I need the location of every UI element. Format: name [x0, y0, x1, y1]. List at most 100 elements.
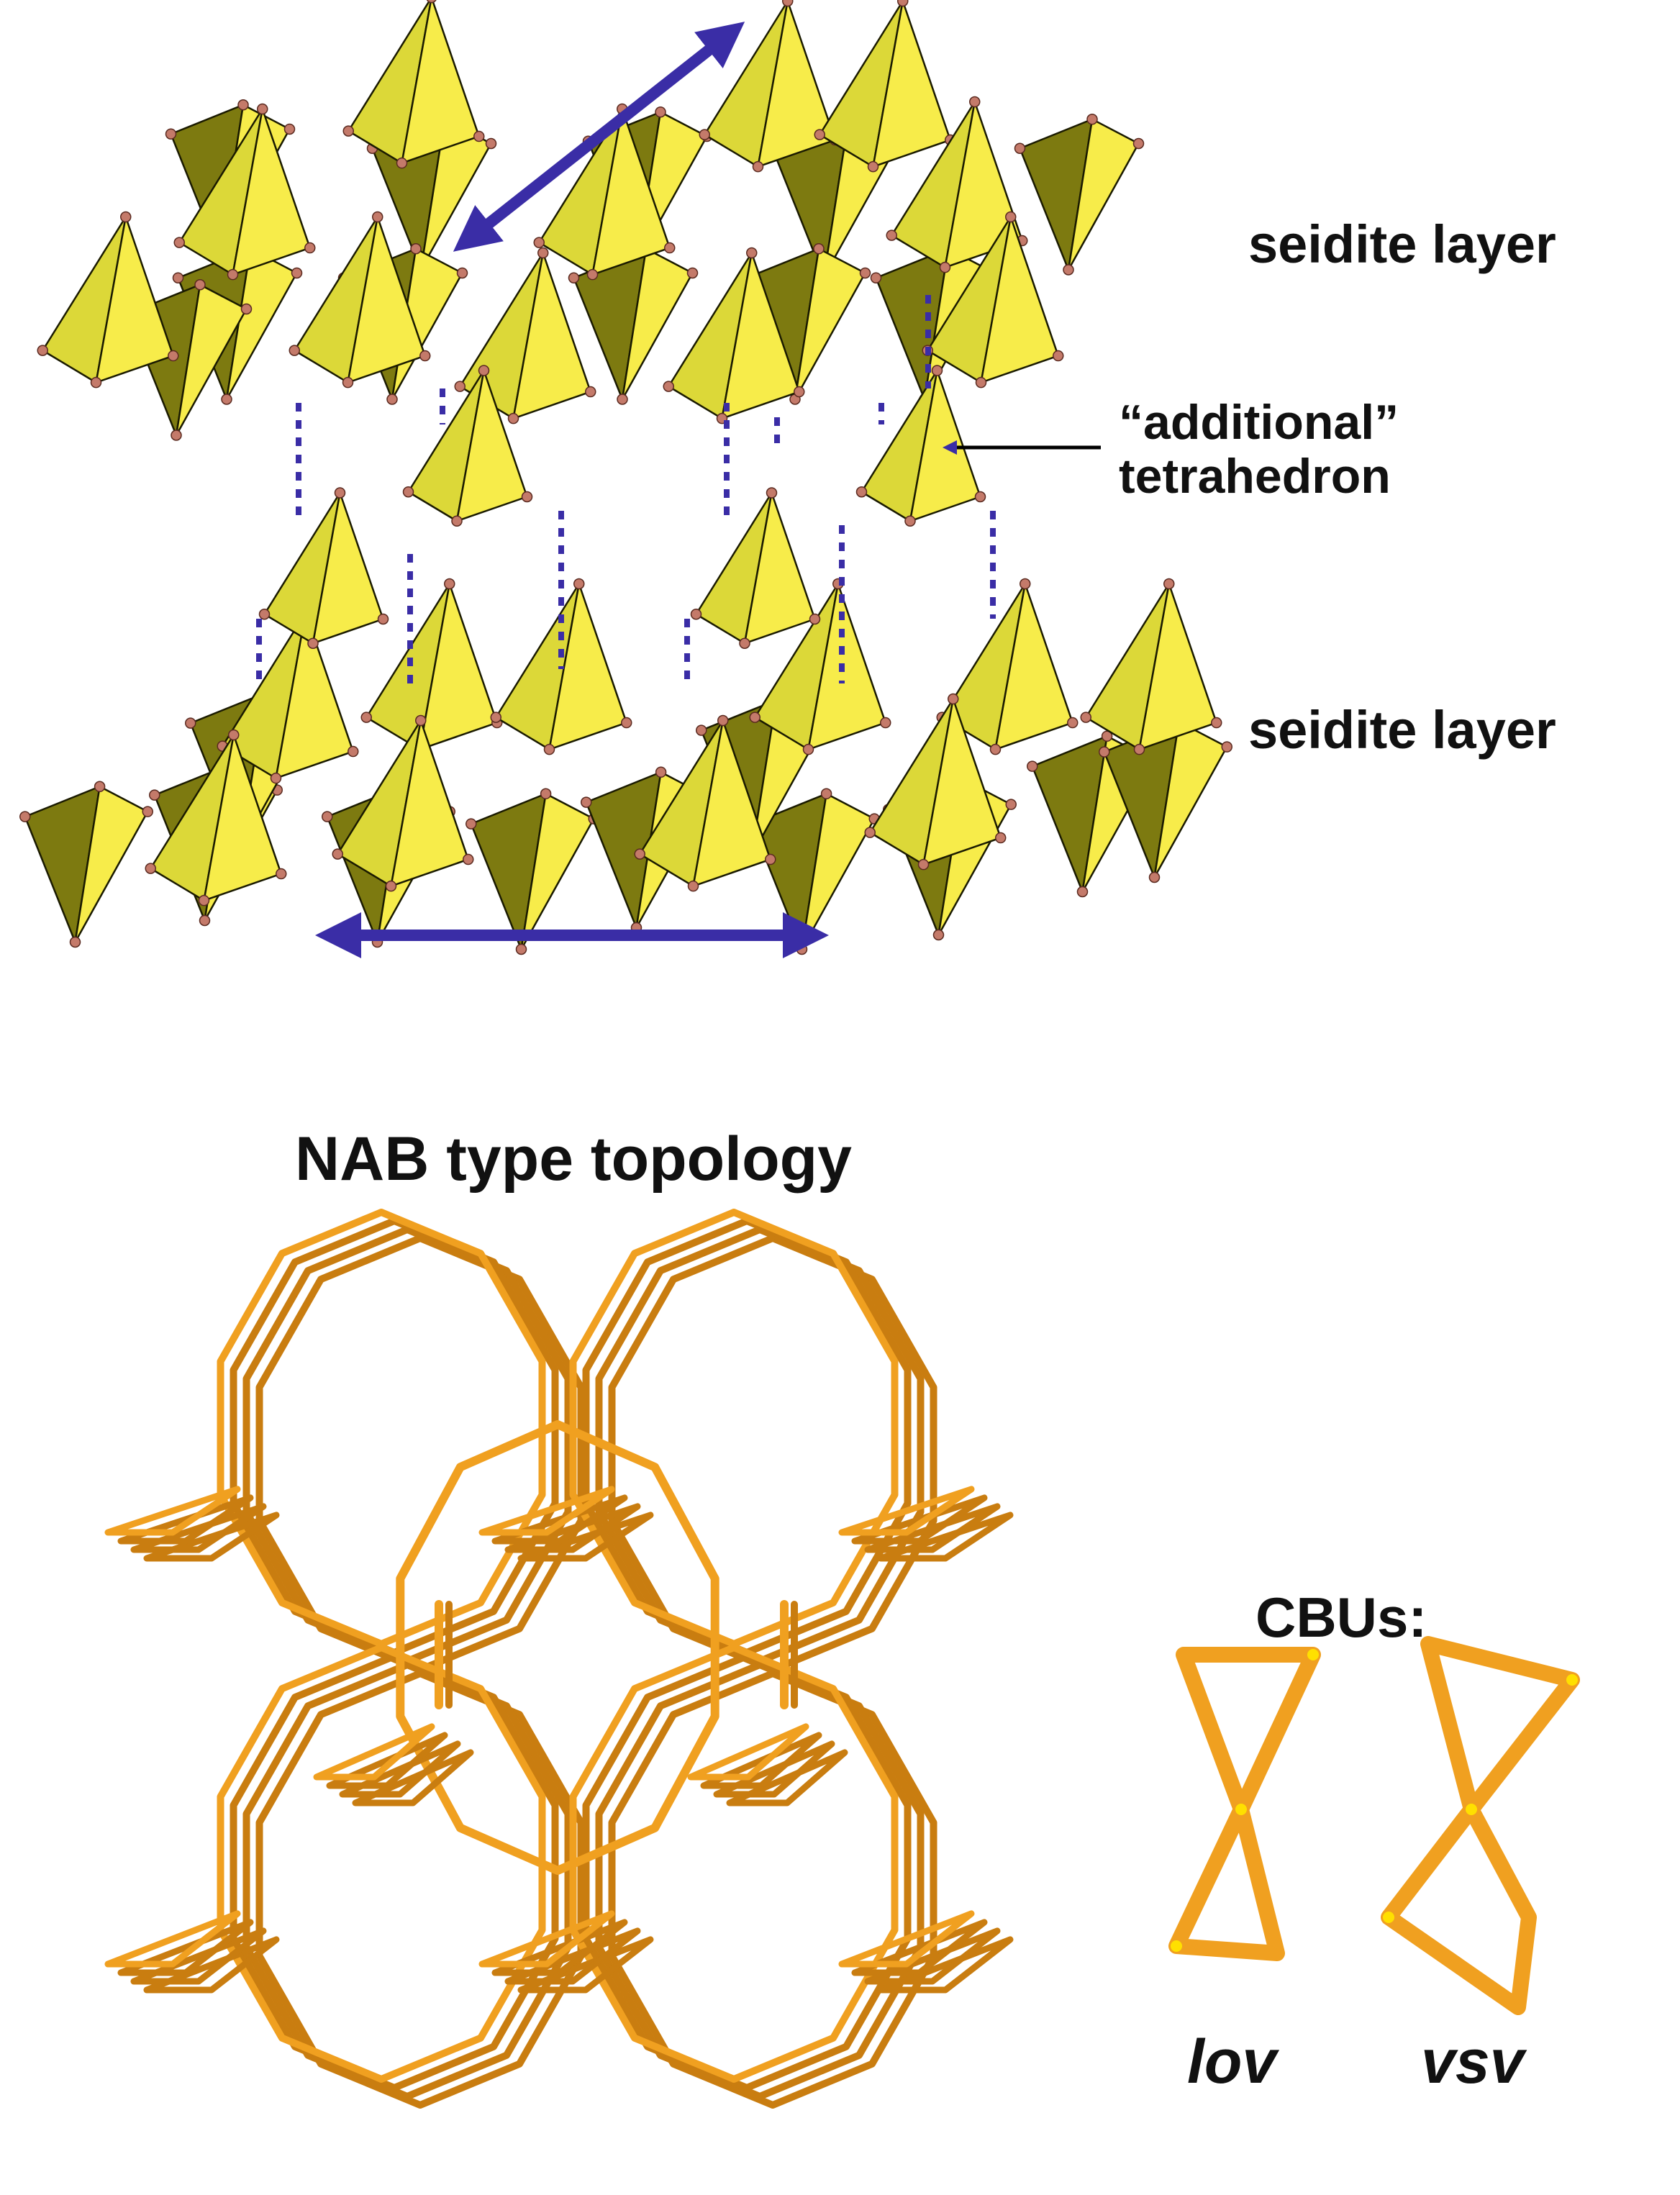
framework-strut — [217, 1644, 546, 2083]
oxygen-atom — [1101, 730, 1113, 742]
tetrahedron-face — [95, 216, 174, 383]
oxygen-atom — [696, 724, 707, 736]
oxygen-atom — [456, 267, 468, 279]
additional-tetrahedra — [258, 365, 986, 649]
oxygen-atom — [794, 386, 805, 398]
oxygen-atom — [257, 103, 268, 115]
tetrahedron-face — [275, 612, 354, 779]
tetrahedron-face — [347, 216, 426, 383]
tetrahedron — [699, 0, 841, 173]
oxygen-atom — [332, 848, 343, 860]
oxygen-atom — [749, 712, 760, 723]
framework-strut — [104, 1910, 241, 1968]
oxygen-atom — [172, 272, 184, 283]
tetrahedron-face — [1153, 721, 1228, 878]
oxygen-atom — [258, 609, 271, 620]
oxygen-atom — [377, 613, 389, 625]
oxygen-atom — [809, 613, 821, 625]
framework-strut — [608, 1235, 937, 1673]
tetrahedron-face — [621, 247, 694, 401]
framework-strut — [687, 1723, 809, 1781]
oxygen-atom — [540, 788, 552, 800]
oxygen-atom — [322, 811, 333, 822]
oxygen-atom — [372, 211, 383, 223]
tetrahedron — [1099, 716, 1232, 883]
tetrahedron — [746, 788, 880, 955]
tetrahedron-face — [944, 101, 1023, 268]
oxygen-atom — [739, 637, 750, 649]
oxygen-atom — [342, 125, 354, 137]
tetrahedron — [1080, 578, 1222, 755]
oxygen-atom — [765, 853, 776, 865]
nab-framework — [104, 1209, 1014, 2109]
framework-strut — [143, 1936, 280, 1994]
framework-strut — [595, 1226, 925, 1665]
framework-strut — [838, 1910, 975, 1968]
tetrahedron-face — [203, 734, 282, 901]
oxygen-atom — [1221, 741, 1232, 753]
tetrahedron — [864, 693, 1007, 871]
oxygen-atom — [1086, 114, 1098, 125]
oxygen-atom — [573, 578, 585, 590]
oxygen-atom — [917, 858, 930, 871]
oxygen-atom — [586, 268, 599, 281]
oxygen-atom — [1163, 578, 1175, 590]
oxygen-atom — [543, 743, 555, 755]
oxygen-atom — [932, 929, 945, 941]
oxygen-atom — [880, 717, 891, 729]
oxygen-atom — [402, 486, 414, 498]
oxygen-atom — [149, 789, 160, 801]
oxygen-atom — [655, 766, 667, 778]
oxygen-atom — [537, 247, 549, 259]
oxygen-atom — [69, 936, 81, 948]
oxygen-atom — [1076, 886, 1089, 898]
oxygen-atom — [490, 712, 501, 723]
oxygen-atom — [466, 818, 477, 830]
tetrahedron — [360, 578, 503, 755]
oxygen-atom — [663, 381, 674, 392]
oxygen-atom — [334, 487, 346, 499]
oxygen-atom — [1063, 264, 1074, 276]
oxygen-atom — [1014, 142, 1026, 154]
tetrahedron — [922, 211, 1064, 388]
oxygen-atom — [782, 0, 794, 7]
tetrahedra-top-layer — [37, 0, 1145, 441]
framework-strut — [608, 1670, 937, 2109]
tetrahedron — [332, 714, 474, 892]
oxygen-atom — [451, 515, 463, 527]
tetrahedron — [749, 578, 891, 755]
oxygen-atom — [975, 376, 987, 388]
cbu-vsv-label: vsv — [1421, 2027, 1527, 2096]
tetrahedron-face — [980, 216, 1059, 383]
cbu-vsv — [1381, 1636, 1580, 2015]
oxygen-atom — [304, 242, 316, 254]
framework-strut — [851, 1919, 988, 1976]
oxygen-atom — [802, 743, 814, 755]
oxygen-atom — [1133, 743, 1145, 755]
oxygen-atom — [699, 129, 710, 140]
tetrahedron — [466, 788, 599, 955]
cbu-lov-label: lov — [1187, 2027, 1279, 2096]
oxygen-atom — [1132, 137, 1145, 150]
framework-strut — [230, 1653, 559, 2091]
tetrahedron — [568, 243, 699, 405]
oxygen-atom — [221, 394, 232, 405]
layer-direction-arrow-top — [453, 22, 745, 252]
oxygen-atom — [165, 128, 177, 140]
framework-strut — [230, 1217, 559, 1656]
oxygen-atom — [348, 745, 359, 758]
tetrahedron-face — [757, 0, 836, 168]
seidite-layer-label-top: seidite layer — [1248, 214, 1556, 274]
oxygen-atom — [870, 272, 882, 283]
oxygen-atom — [746, 247, 758, 259]
oxygen-atom — [276, 868, 287, 880]
tetrahedron-face — [232, 108, 311, 276]
oxygen-atom — [168, 350, 179, 362]
oxygen-atom — [396, 157, 408, 169]
oxygen-atom — [687, 880, 699, 892]
tetrahedron-face — [390, 719, 469, 887]
framework-strut — [352, 1749, 474, 1807]
oxygen-atom — [855, 486, 868, 498]
oxygen-atom — [237, 99, 249, 111]
oxygen-atom — [1027, 760, 1038, 772]
